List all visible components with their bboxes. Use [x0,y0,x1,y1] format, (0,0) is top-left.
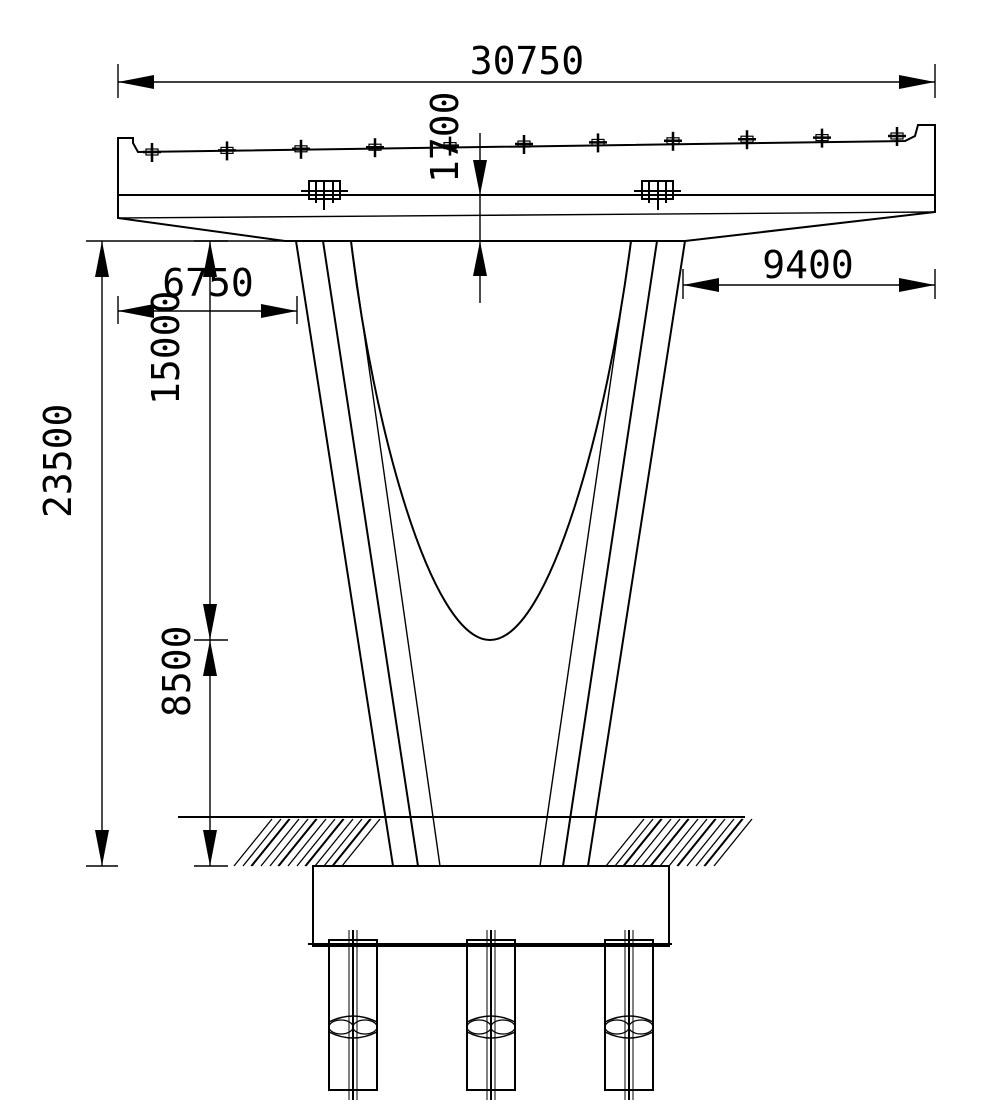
arrowhead [118,75,154,89]
hatch-stroke [233,818,273,867]
hatch-stroke [605,818,645,867]
dim-left-overhang-label: 6750 [162,261,254,305]
hatch-stroke [614,818,654,867]
fastener-icon [143,143,161,162]
hatch-stroke [676,818,716,867]
hatch-stroke [632,818,672,867]
pier-inner-arch-curve [350,240,632,642]
fastener-icon [813,128,831,148]
dimension-lines [86,64,936,867]
pier-right-inner [562,240,658,867]
dim-lower-pier-height-label: 8500 [155,625,199,717]
bearing-right [634,180,681,210]
arrowhead [203,604,217,640]
arrowhead [473,160,487,195]
pile [604,930,654,1100]
arrowhead [95,241,109,277]
hatch-stroke [314,818,354,867]
dim-overall-width-label: 30750 [470,39,584,83]
hatch-stroke [704,818,744,867]
rail-fasteners [143,127,906,162]
arrowhead [203,830,217,866]
arrowhead [899,278,935,292]
arrowhead [203,640,217,676]
hatch-stroke [668,818,708,867]
pier-right-core [539,240,632,867]
hatch-stroke [278,818,318,867]
hatch-stroke [649,818,689,867]
arrowhead [261,304,297,318]
hatch-stroke [304,818,344,867]
pier-right-outer [587,240,686,867]
hatch-stroke [641,818,681,867]
fastener-icon [292,139,310,159]
fastener-icon [738,130,756,150]
bearing-left [301,180,348,210]
fastener-icon [441,136,459,156]
piles [328,930,654,1100]
hatch-stroke [659,818,699,867]
hatch-stroke [622,818,662,867]
hatch-stroke [341,818,381,867]
arrowhead [899,75,935,89]
fastener-icon [888,127,906,146]
hatch-stroke [677,818,717,867]
hatch-stroke [332,818,372,867]
pier-left-outer [295,240,394,867]
arrowhead [95,830,109,866]
deck-outline [117,124,936,242]
hatch-stroke [242,818,282,867]
deck-bottom-flange-line [117,211,936,219]
arrowhead [118,304,154,318]
hatch-stroke [287,818,327,867]
hatch-stroke [251,818,291,867]
hatch-stroke [686,818,726,867]
hatch-stroke [713,818,753,867]
deck-cross-section [117,124,936,242]
pile [466,930,516,1100]
dim-total-height-label: 23500 [36,404,80,518]
hatch-stroke [296,818,336,867]
hatch-stroke [703,818,743,867]
fastener-icon [664,131,682,151]
pile [328,930,378,1100]
ground-hatch-left [233,818,381,867]
dim-upper-pier-height-label: 15000 [144,291,188,405]
arrowhead [203,241,217,277]
fastener-icon [366,138,384,158]
hatch-stroke [650,818,690,867]
hatch-stroke [623,818,663,867]
fastener-icon [218,141,236,161]
arrowhead [473,241,487,276]
arrowhead [683,278,719,292]
hatch-stroke [277,818,317,867]
hatch-stroke [323,818,363,867]
hatch-stroke [250,818,290,867]
hatch-stroke [695,818,735,867]
dim-deck-depth-label: 1700 [423,91,467,183]
dim-right-overhang-label: 9400 [762,243,854,287]
fastener-icon [589,133,607,153]
hatch-stroke [305,818,345,867]
hatch-stroke [260,818,300,867]
fastener-icon [515,135,533,155]
pier-left-inner [322,240,419,867]
hatch-stroke [331,818,371,867]
hatch-stroke [269,818,309,867]
v-pier [295,240,686,867]
ground-hatch-right [605,818,753,867]
